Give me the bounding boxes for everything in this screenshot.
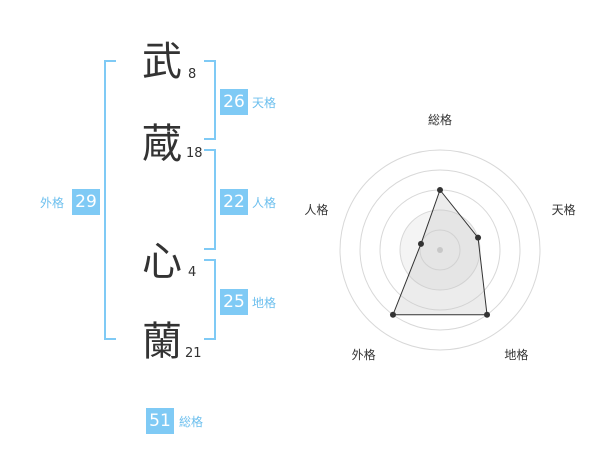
stroke-count-3: 4 xyxy=(188,265,197,280)
chikaku-label: 地格 xyxy=(252,296,277,310)
gaikaku-bracket xyxy=(104,60,116,340)
gaikaku-value: 29 xyxy=(72,189,100,215)
stroke-count-2: 18 xyxy=(186,146,203,161)
radar-axis-label-1: 総格 xyxy=(428,112,452,127)
chikaku-bracket xyxy=(204,259,216,340)
radar-center-dot xyxy=(437,247,443,253)
stroke-count-4: 21 xyxy=(185,346,202,361)
radar-axis-label-5: 人格 xyxy=(304,202,328,217)
radar-axis-label-2: 天格 xyxy=(552,202,576,217)
jinkaku-value: 22 xyxy=(220,189,248,215)
tenkaku-label: 天格 xyxy=(252,96,277,110)
jinkaku-bracket xyxy=(204,149,216,250)
stroke-count-1: 8 xyxy=(188,67,197,82)
name-char-3: 心 xyxy=(142,239,182,285)
gaikaku-label: 外格 xyxy=(40,196,65,210)
radar-point-1 xyxy=(437,187,443,193)
jinkaku-label: 人格 xyxy=(252,196,277,210)
name-char-2: 蔵 xyxy=(142,121,182,167)
radar-point-3 xyxy=(484,311,491,318)
tenkaku-bracket xyxy=(204,60,216,140)
radar-point-2 xyxy=(475,234,482,241)
name-char-4: 蘭 xyxy=(142,319,182,365)
radar-axis-label-4: 外格 xyxy=(352,347,376,362)
tenkaku-value: 26 xyxy=(220,89,248,115)
chikaku-value: 25 xyxy=(220,289,248,315)
name-char-1: 武 xyxy=(142,39,182,85)
radar-point-5 xyxy=(417,240,424,247)
soukaku-label: 総格 xyxy=(179,415,204,429)
radar-axis-label-3: 地格 xyxy=(504,347,528,362)
soukaku-value: 51 xyxy=(146,408,174,434)
radar-point-4 xyxy=(389,311,396,318)
